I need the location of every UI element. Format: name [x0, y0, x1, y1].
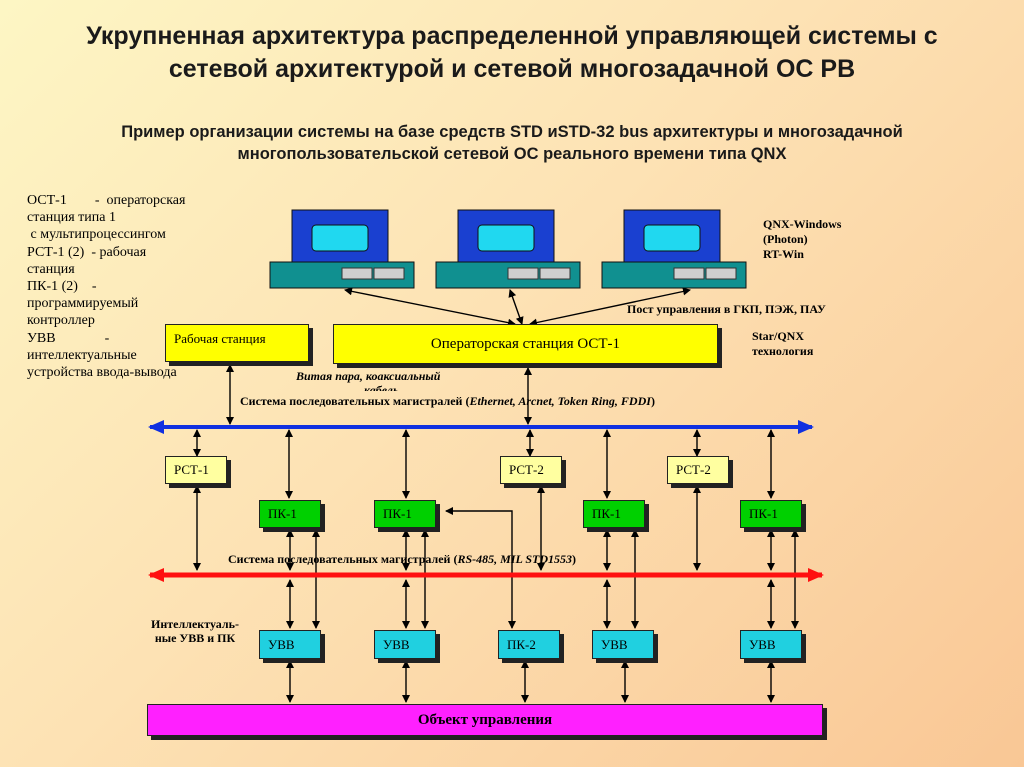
control-object-box[interactable]: Объект управления: [147, 704, 823, 736]
os-label-line: QNX-Windows: [763, 217, 842, 231]
legend-line: ПК-1 (2) -: [27, 279, 97, 295]
uvv-box[interactable]: УВВ: [259, 630, 321, 659]
legend: ОСТ-1 - операторская станция типа 1 с му…: [27, 192, 237, 381]
os-label: QNX-Windows (Photon) RT-Win: [763, 217, 841, 262]
uvv-box[interactable]: УВВ: [740, 630, 802, 659]
cable-label-line: Витая пара, коаксиальный: [296, 369, 441, 383]
legend-line: интеллектуальные: [27, 347, 137, 363]
legend-line: устройства ввода-вывода: [27, 365, 177, 381]
intelligent-label-line: ные УВВ и ПК: [154, 631, 236, 645]
star-label: Star/QNX технология: [752, 329, 813, 359]
legend-line: ОСТ-1 - операторская: [27, 193, 186, 208]
page-title: Укрупненная архитектура распределенной у…: [86, 22, 938, 83]
control-post-label: Пост управления в ГКП, ПЭЖ, ПАУ: [627, 302, 826, 316]
computer-icon: [269, 209, 415, 289]
rst1-box[interactable]: РСТ-1: [165, 456, 227, 484]
legend-line: УВВ -: [27, 330, 110, 346]
os-label-line: (Photon): [763, 232, 808, 246]
pk1-box[interactable]: ПК-1: [259, 500, 321, 528]
bus-top-label: Система последовательных магистралей (Et…: [240, 394, 655, 408]
operator-station-box[interactable]: Операторская станция ОСТ-1: [333, 324, 718, 364]
intelligent-label: Интеллектуаль- ные УВВ и ПК: [140, 617, 250, 645]
legend-line: РСТ-1 (2) - рабочая: [27, 244, 147, 260]
legend-line: станция типа 1: [27, 210, 116, 226]
os-label-line: RT-Win: [763, 247, 804, 261]
intelligent-label-line: Интеллектуаль-: [151, 617, 239, 631]
rst2-box[interactable]: РСТ-2: [500, 456, 562, 484]
bus-bottom-label: Система последовательных магистралей (RS…: [228, 552, 577, 566]
cable-label: Витая пара, коаксиальный кабель: [296, 369, 496, 391]
uvv-box[interactable]: УВВ: [592, 630, 654, 659]
page-subtitle: Пример организации системы на базе средс…: [121, 123, 903, 163]
star-label-line: технология: [752, 344, 814, 358]
legend-line: станция: [27, 261, 75, 277]
legend-line: программируемый: [27, 296, 139, 312]
pk1-box[interactable]: ПК-1: [740, 500, 802, 528]
pk2-box[interactable]: ПК-2: [498, 630, 560, 659]
pk1-box[interactable]: ПК-1: [374, 500, 436, 528]
rst2-box[interactable]: РСТ-2: [667, 456, 729, 484]
computer-icon: [435, 209, 581, 289]
star-label-line: Star/QNX: [752, 329, 804, 343]
computer-icon: [601, 209, 747, 289]
legend-line: с мультипроцессингом: [27, 227, 166, 243]
legend-line: контроллер: [27, 313, 95, 329]
cable-label-line: кабель: [364, 383, 399, 391]
uvv-box[interactable]: УВВ: [374, 630, 436, 659]
pk1-box[interactable]: ПК-1: [583, 500, 645, 528]
workstation-box[interactable]: Рабочая станция: [165, 324, 309, 362]
